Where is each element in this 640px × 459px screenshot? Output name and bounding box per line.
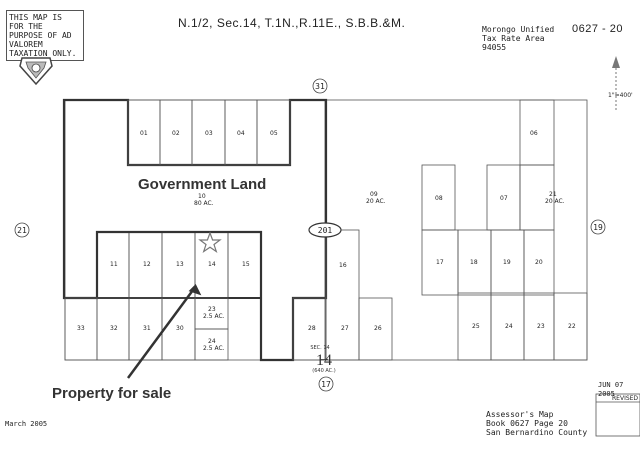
district-line3: 94055 — [482, 43, 507, 52]
parcel-10: 10 — [198, 193, 206, 200]
section-17-label: 17 — [321, 380, 331, 389]
parcel-25: 25 — [472, 323, 480, 330]
section-14-acres: (640 AC.) — [312, 368, 335, 374]
section-14-fraction: 1̶4 — [316, 352, 332, 369]
map-title: N.1/2, Sec.14, T.1N.,R.11E., S.B.B.&M. — [178, 16, 406, 30]
parcel-33: 33 — [77, 325, 85, 332]
parcel-09: 09 — [370, 191, 378, 198]
parcel-08: 08 — [435, 195, 443, 202]
map-scale: 1"=400' — [608, 92, 633, 99]
footer-date-right: JUN 07 2005 — [598, 381, 624, 398]
section-14-caption: SEC. 14 — [310, 345, 329, 351]
parcel-28: 28 — [308, 325, 316, 332]
parcel-17: 17 — [436, 259, 444, 266]
revised-label: REVISED — [612, 395, 639, 402]
parcel-23: 23 — [208, 306, 216, 313]
footer-book-page: Book 0627 Page 20 — [486, 419, 568, 428]
parcel-32: 32 — [110, 325, 118, 332]
parcel-05: 05 — [270, 130, 278, 137]
parcel-09-acres: 20 AC. — [366, 198, 386, 205]
parcel-01: 01 — [140, 130, 148, 137]
parcel-03: 03 — [205, 130, 213, 137]
district-line2: Tax Rate Area — [482, 34, 545, 43]
book-number: 0627 - 20 — [572, 23, 623, 35]
government-land-label: Government Land — [138, 176, 267, 193]
disclaimer-text: THIS MAP IS FOR THE PURPOSE OF AD VALORE… — [9, 13, 77, 58]
parcel-18: 18 — [470, 259, 478, 266]
parcel-13: 13 — [176, 261, 184, 268]
parcel-04: 04 — [237, 130, 245, 137]
parcel-14: 14 — [208, 261, 216, 268]
parcel-20: 20 — [535, 259, 543, 266]
north-arrow-icon — [612, 56, 620, 110]
parcel-24-right: 24 — [505, 323, 513, 330]
parcel-23-acres: 2.5 AC. — [203, 313, 225, 320]
adjacent-section-markers — [14, 78, 606, 392]
parcel-24-acres: 2.5 AC. — [203, 345, 225, 352]
parcel-31: 31 — [143, 325, 151, 332]
footer-county: San Bernardino County — [486, 428, 588, 437]
section-31-label: 31 — [315, 82, 325, 91]
parcel-19: 19 — [503, 259, 511, 266]
footer-date-left: March 2005 — [5, 420, 48, 428]
parcel-02: 02 — [172, 130, 180, 137]
parcel-27: 27 — [341, 325, 349, 332]
parcel-15: 15 — [242, 261, 250, 268]
parcel-10-acres: 80 AC. — [194, 200, 214, 207]
road-label: 201 — [318, 226, 333, 235]
footer-map-title: Assessor's Map — [486, 410, 554, 419]
property-for-sale-label: Property for sale — [52, 385, 172, 402]
property-pointer-arrow — [126, 284, 202, 379]
section-21-label: 21 — [17, 226, 27, 235]
road-201-marker: 201 — [308, 222, 342, 238]
parcel-22: 22 — [568, 323, 576, 330]
parcel-07: 07 — [500, 195, 508, 202]
parcel-06: 06 — [530, 130, 538, 137]
parcel-26: 26 — [374, 325, 382, 332]
parcel-23-right: 23 — [537, 323, 545, 330]
section-19-label: 19 — [593, 223, 603, 232]
parcel-21-acres: 20 AC. — [545, 198, 565, 205]
parcel-24: 24 — [208, 338, 216, 345]
county-seal-icon — [19, 57, 53, 86]
district-line1: Morongo Unified — [482, 25, 555, 34]
parcel-21: 21 — [549, 191, 557, 198]
parcel-16: 16 — [339, 262, 347, 269]
parcel-30: 30 — [176, 325, 184, 332]
parcel-12: 12 — [143, 261, 151, 268]
parcel-11: 11 — [110, 261, 118, 268]
star-icon — [198, 231, 222, 253]
